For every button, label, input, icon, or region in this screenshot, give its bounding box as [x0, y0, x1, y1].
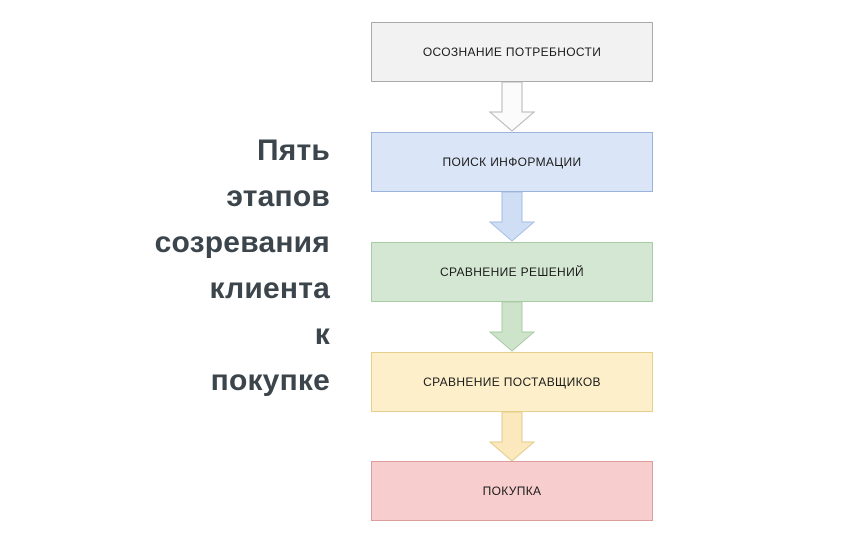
stage-label: ОСОЗНАНИЕ ПОТРЕБНОСТИ: [422, 45, 602, 59]
flow-arrow-1: [482, 81, 542, 132]
stage-box-3[interactable]: СРАВНЕНИЕ РЕШЕНИЙ: [371, 242, 653, 302]
flow-arrow-4: [482, 411, 542, 462]
flow-arrow-3: [482, 301, 542, 352]
stage-box-5[interactable]: ПОКУПКА: [371, 461, 653, 521]
stage-box-1[interactable]: ОСОЗНАНИЕ ПОТРЕБНОСТИ: [371, 22, 653, 82]
stage-label: СРАВНЕНИЕ ПОСТАВЩИКОВ: [423, 375, 601, 389]
flow-arrow-2: [482, 191, 542, 242]
arrow-down-icon: [488, 301, 536, 352]
arrow-down-icon: [488, 81, 536, 132]
stage-label: ПОКУПКА: [482, 484, 542, 498]
arrow-down-icon: [488, 411, 536, 462]
stage-label: ПОИСК ИНФОРМАЦИИ: [442, 155, 582, 169]
flowchart: ОСОЗНАНИЕ ПОТРЕБНОСТИ ПОИСК ИНФОРМАЦИИ СРА…: [371, 22, 653, 521]
arrow-down-icon: [488, 191, 536, 242]
stage-box-4[interactable]: СРАВНЕНИЕ ПОСТАВЩИКОВ: [371, 352, 653, 412]
stage-label: СРАВНЕНИЕ РЕШЕНИЙ: [439, 265, 585, 279]
page-title: Пять этапов созревания клиента к покупке: [154, 134, 330, 397]
stage-box-2[interactable]: ПОИСК ИНФОРМАЦИИ: [371, 132, 653, 192]
